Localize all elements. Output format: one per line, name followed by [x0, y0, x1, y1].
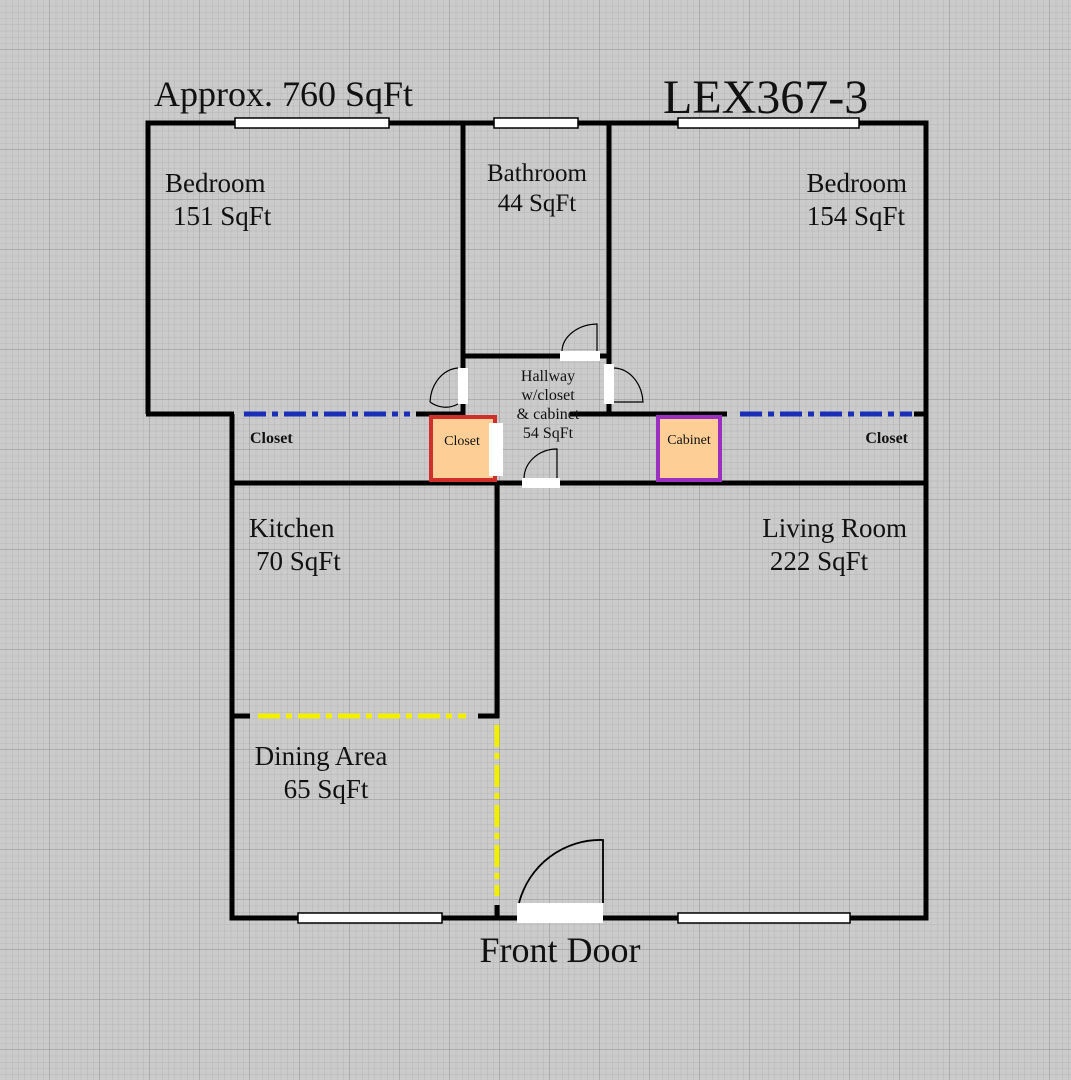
bedroom-right-area: 154 SqFt	[807, 201, 906, 231]
bedroom-right-name: Bedroom	[807, 168, 908, 198]
kitchen-area: 70 SqFt	[256, 546, 341, 576]
closet-right-label: Closet	[865, 430, 908, 447]
dining-area-name: Dining Area	[255, 741, 388, 771]
dining-area-area: 65 SqFt	[284, 774, 369, 804]
bathroom-area: 44 SqFt	[498, 190, 577, 217]
living-room-area: 222 SqFt	[770, 546, 869, 576]
hall-closet	[429, 415, 497, 482]
unit-id: LEX367-3	[663, 71, 868, 124]
windows	[234, 117, 860, 924]
door-swings	[429, 323, 644, 904]
door-openings	[458, 351, 614, 923]
total-area: Approx. 760 SqFt	[154, 74, 413, 114]
front-door-label: Front Door	[480, 930, 641, 970]
bathroom-name: Bathroom	[487, 160, 588, 187]
hallway-line2: w/closet	[521, 387, 575, 404]
kitchen-name: Kitchen	[249, 513, 335, 543]
closet-left-label: Closet	[250, 430, 293, 447]
living-room-name: Living Room	[762, 513, 907, 543]
bedroom-left-area: 151 SqFt	[173, 201, 272, 231]
hallway-area: 54 SqFt	[523, 425, 574, 442]
cabinet-label: Cabinet	[667, 433, 711, 448]
closet-hall-label: Closet	[444, 434, 480, 449]
dividers	[244, 411, 912, 896]
hallway-line1: Hallway	[521, 368, 575, 385]
bedroom-left-name: Bedroom	[165, 168, 266, 198]
hall-cabinet	[656, 415, 722, 482]
hallway-line3: & cabinet	[517, 406, 580, 423]
